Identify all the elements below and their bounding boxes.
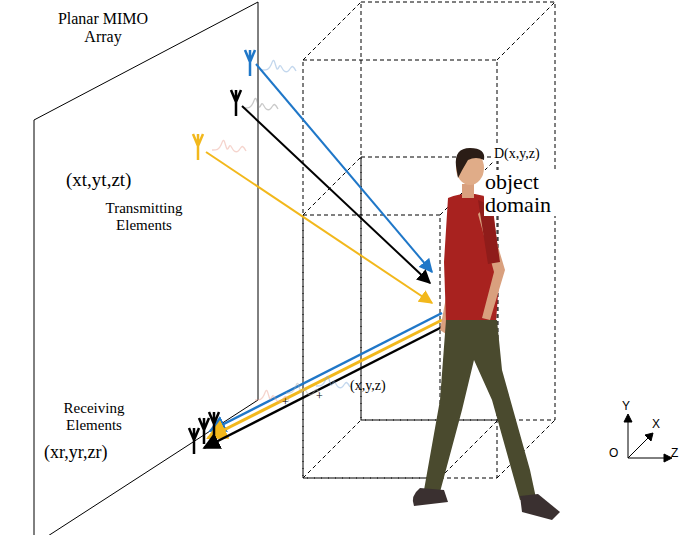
receive-antenna	[209, 412, 219, 438]
signal-pulse	[212, 140, 246, 151]
array-plane	[34, 2, 258, 535]
axis-label: Y	[622, 400, 630, 413]
signal-pulse	[244, 98, 278, 109]
dashed-edge	[303, 420, 361, 478]
receive-antenna	[199, 418, 209, 444]
domain-wireframe	[303, 2, 555, 478]
signal-pulse	[262, 60, 296, 71]
signal-pulse	[316, 376, 350, 387]
domain-symbol: D(x,y,z)	[493, 146, 541, 161]
receive-coordinates: (xr,yr,zr)	[44, 443, 108, 463]
signal-ray	[210, 313, 442, 431]
transmit-antenna	[193, 134, 203, 160]
receive-label: Receiving Elements	[54, 400, 134, 433]
domain-title: object domain	[484, 170, 570, 216]
transmit-coordinates: (xt,yt,zt)	[66, 170, 131, 191]
dashed-edge	[303, 157, 361, 215]
transmit-antenna	[245, 50, 255, 76]
sum-sign: +	[316, 389, 323, 403]
signal-ray	[204, 327, 442, 448]
axis-label: X	[652, 418, 660, 431]
dashed-edge	[497, 2, 555, 60]
transmit-antenna	[231, 90, 241, 116]
walking-person	[413, 148, 560, 520]
coordinate-axes	[624, 414, 672, 462]
dashed-face	[303, 215, 440, 478]
signal-pulse	[286, 383, 320, 394]
axis-label: O	[609, 447, 618, 460]
signal-ray	[206, 152, 432, 303]
axis-label: Z	[671, 447, 678, 460]
transmit-label: Transmitting Elements	[94, 200, 194, 233]
signal-ray	[256, 64, 432, 272]
sum-sign: +	[282, 395, 289, 409]
point-coordinates: (x,y,z)	[350, 378, 386, 393]
array-title: Planar MIMO Array	[48, 10, 158, 45]
dashed-edge	[303, 2, 361, 60]
signal-ray	[208, 320, 442, 438]
receive-antenna	[189, 428, 199, 454]
mimo-array-panel: Planar MIMO Array (xt,yt,zt) Transmitting …	[34, 0, 260, 535]
